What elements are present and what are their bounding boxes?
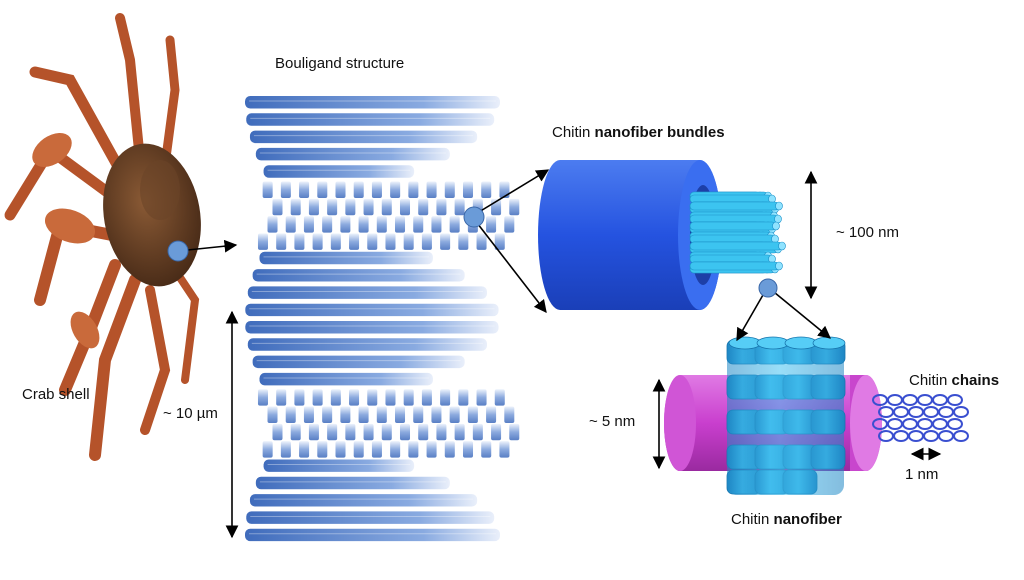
label-chains-prefix: Chitin xyxy=(909,372,952,389)
label-nanofiber-prefix: Chitin xyxy=(731,511,774,528)
chitin-chains-illustration xyxy=(872,394,969,442)
label-bundles-bold: nanofiber bundles xyxy=(594,124,725,141)
label-nanofiber-bundles: Chitin nanofiber bundles xyxy=(552,124,725,141)
zoom-point-bouligand xyxy=(463,206,485,228)
label-crab-shell: Crab shell xyxy=(22,386,90,403)
fibril-group xyxy=(689,191,786,274)
arrow-bouligand-to-bundle-top xyxy=(473,169,550,216)
label-scale-100nm: ~ 100 nm xyxy=(836,224,899,241)
label-chitin-chains: Chitin chains xyxy=(909,372,999,389)
arrow-bouligand-to-bundle-bottom xyxy=(473,218,547,314)
zoom-point-bundle xyxy=(758,278,778,298)
label-bundles-prefix: Chitin xyxy=(552,124,595,141)
label-chains-bold: chains xyxy=(951,372,1000,389)
label-scale-1nm: 1 nm xyxy=(905,466,939,483)
label-scale-5nm: ~ 5 nm xyxy=(589,413,636,430)
arrow-bundle-to-nanofiber-left xyxy=(736,287,768,342)
nanofiber-illustration xyxy=(664,336,882,495)
label-nanofiber-bold: nanofiber xyxy=(773,511,842,528)
label-bouligand-structure: Bouligand structure xyxy=(275,55,405,72)
bouligand-structure-illustration xyxy=(245,96,520,542)
label-chitin-nanofiber: Chitin nanofiber xyxy=(731,511,842,528)
nanofiber-bundle-illustration xyxy=(538,160,786,310)
zoom-point-crab xyxy=(167,240,189,262)
label-scale-10um: ~ 10 µm xyxy=(163,405,218,422)
arrow-bundle-to-nanofiber-right xyxy=(768,287,831,339)
